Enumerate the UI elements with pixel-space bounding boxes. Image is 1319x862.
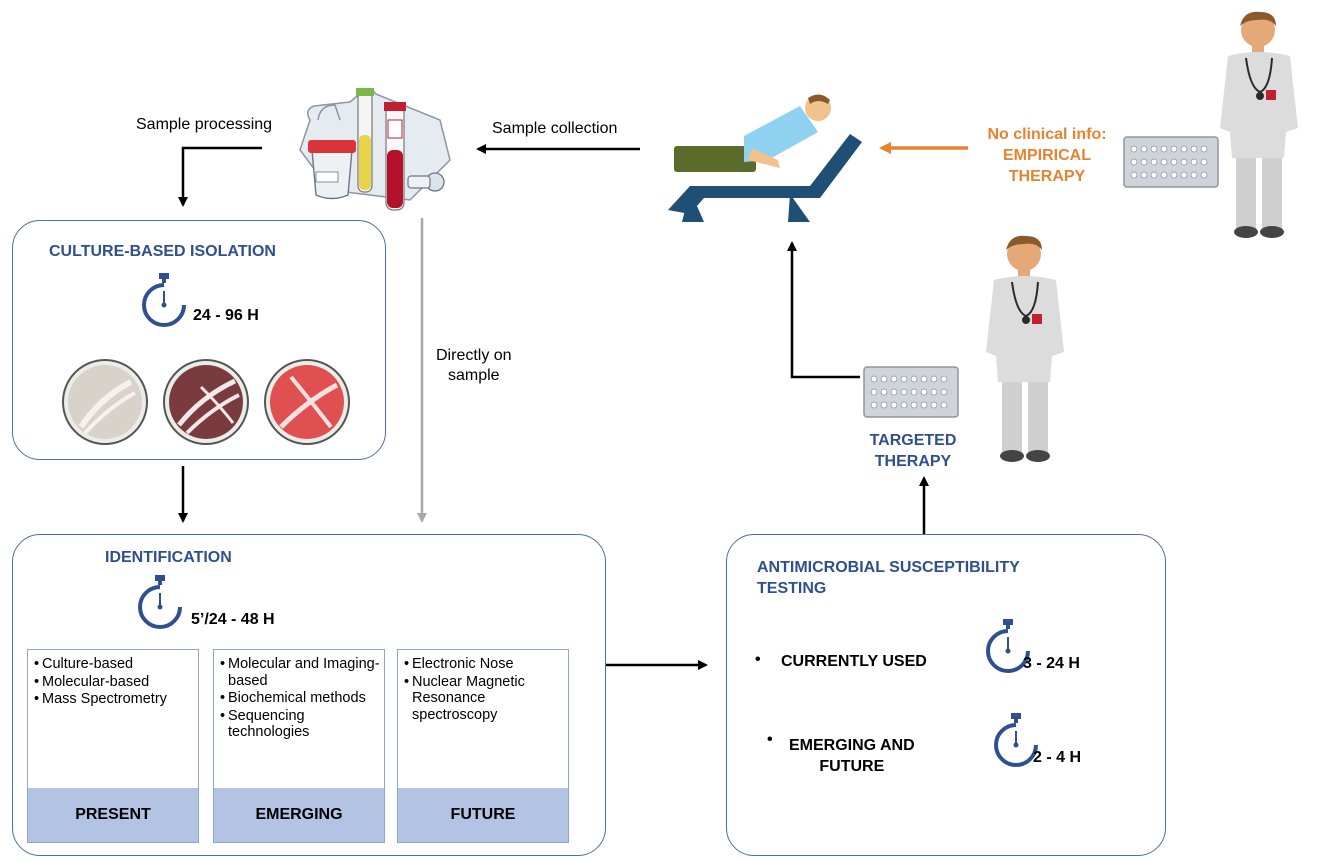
ast-title-line1: ANTIMICROBIAL SUSCEPTIBILITY [757, 559, 1020, 576]
ast-row-current-bullet: • [755, 651, 761, 668]
ast-row-current-label: CURRENTLY USED [781, 653, 927, 670]
ast-title: ANTIMICROBIAL SUSCEPTIBILITY TESTING [757, 557, 1020, 599]
ast-row-emerging-time: 2 - 4 H [1033, 749, 1082, 766]
list-item: Biochemical methods [220, 690, 380, 707]
targeted-line1: TARGETED [869, 432, 957, 449]
sample-kit-illustration [299, 88, 451, 211]
list-item: Electronic Nose [404, 656, 564, 673]
identification-time: 5’/24 - 48 H [191, 611, 275, 628]
list-item: Nuclear Magnetic Resonance spectroscopy [404, 674, 564, 724]
directly-on-sample-label: Directly on sample [436, 347, 512, 384]
empirical-line3: THERAPY [1008, 168, 1086, 185]
ast-box: ANTIMICROBIAL SUSCEPTIBILITY TESTING • C… [726, 534, 1166, 856]
column-present: Culture-based Molecular-based Mass Spect… [27, 649, 199, 843]
doctor-targeted-illustration [986, 235, 1064, 462]
stopwatch-icon [994, 713, 1038, 767]
plate-3 [264, 359, 350, 445]
list-item: Molecular-based [34, 674, 194, 691]
empirical-line2: EMPIRICAL [1003, 147, 1091, 164]
arrow-sample-processing [178, 146, 262, 207]
empirical-line1: No clinical info: [987, 126, 1107, 143]
stopwatch-icon [138, 575, 182, 629]
column-footer-emerging: EMERGING [214, 788, 384, 842]
list-item: Sequencing technologies [220, 708, 380, 741]
ast-title-line2: TESTING [757, 580, 827, 597]
column-emerging: Molecular and Imaging-based Biochemical … [213, 649, 385, 843]
ast-row-emerging-label: EMERGING AND FUTURE [789, 735, 915, 777]
stopwatch-icon [142, 273, 186, 327]
stopwatch-icon [986, 619, 1030, 673]
ast-row-emerging-line1: EMERGING AND [789, 737, 915, 754]
plate-1 [62, 359, 148, 445]
pill-tray-targeted-icon [863, 366, 959, 418]
column-footer-present: PRESENT [28, 788, 198, 842]
patient-on-bed-illustration [668, 94, 862, 222]
doctor-empirical-illustration [1220, 11, 1298, 238]
ast-row-emerging-line2: FUTURE [819, 758, 885, 775]
sample-collection-label: Sample collection [492, 120, 618, 137]
ast-row-emerging-bullet: • [767, 731, 773, 748]
identification-box: IDENTIFICATION 5’/24 - 48 H Culture-base… [12, 534, 606, 856]
targeted-therapy-label: TARGETED THERAPY [838, 430, 988, 472]
culture-isolation-box: CULTURE-BASED ISOLATION 24 - 96 H [12, 220, 386, 460]
column-footer-future: FUTURE [398, 788, 568, 842]
sample-processing-label: Sample processing [136, 116, 273, 133]
plate-2 [163, 359, 249, 445]
culture-title: CULTURE-BASED ISOLATION [49, 243, 276, 260]
list-item: Culture-based [34, 656, 194, 673]
arrow-targeted-to-patient [787, 241, 860, 379]
targeted-line2: THERAPY [874, 453, 952, 470]
list-item: Mass Spectrometry [34, 691, 194, 708]
empirical-therapy-label: No clinical info: EMPIRICAL THERAPY [972, 124, 1122, 187]
ast-row-current-time: 3 - 24 H [1023, 655, 1080, 672]
column-future: Electronic Nose Nuclear Magnetic Resonan… [397, 649, 569, 843]
culture-time: 24 - 96 H [193, 307, 259, 324]
pill-tray-empirical-icon [1123, 136, 1219, 188]
list-item: Molecular and Imaging-based [220, 656, 380, 689]
culture-plates [61, 357, 351, 447]
identification-title: IDENTIFICATION [105, 549, 232, 566]
